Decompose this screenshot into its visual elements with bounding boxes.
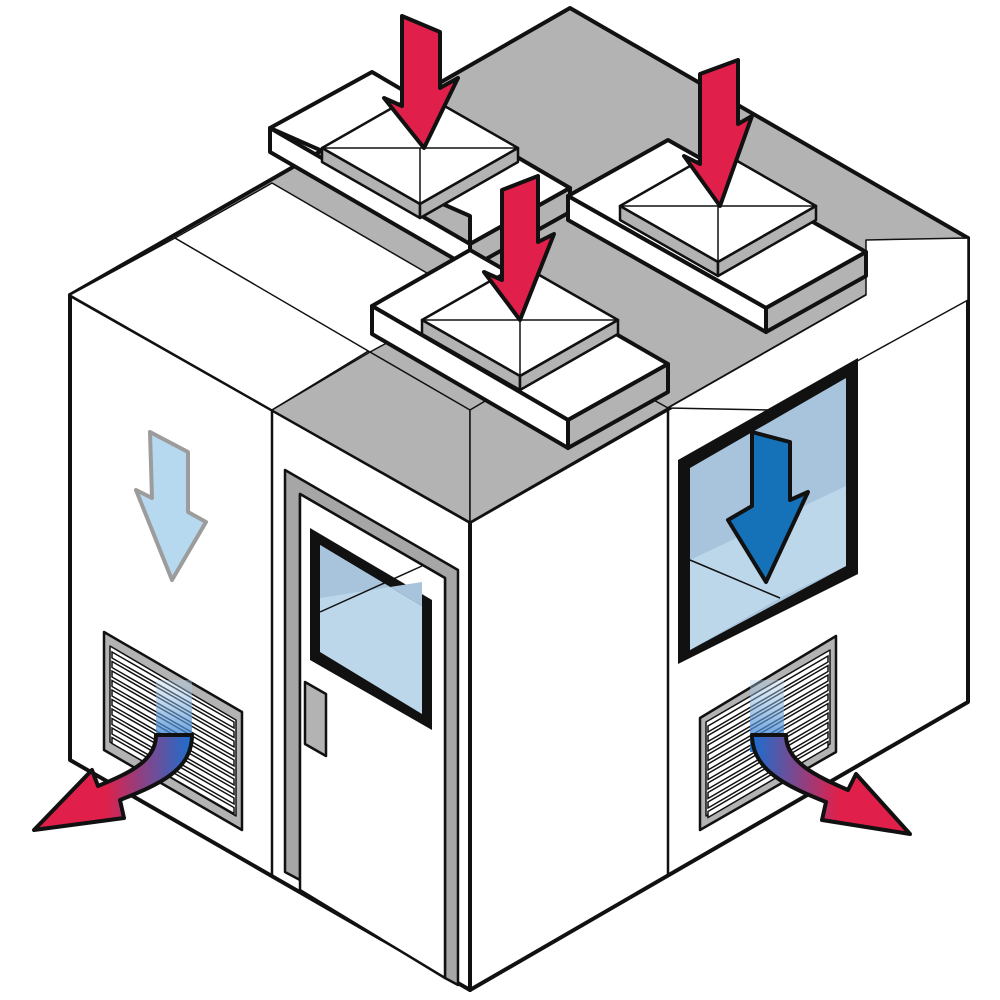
supply-air-arrow-icon [382, 14, 460, 150]
downflow-arrow-icon [134, 430, 208, 582]
door-handle[interactable] [303, 680, 328, 758]
window-icon [310, 528, 432, 730]
downflow-arrow-icon [726, 430, 810, 584]
exhaust-air-arrow-icon [32, 733, 194, 832]
supply-air-arrow-icon [482, 174, 556, 322]
exhaust-air-arrow-icon [750, 733, 912, 836]
door-icon[interactable] [283, 468, 460, 987]
supply-air-arrow-icon [682, 58, 754, 208]
